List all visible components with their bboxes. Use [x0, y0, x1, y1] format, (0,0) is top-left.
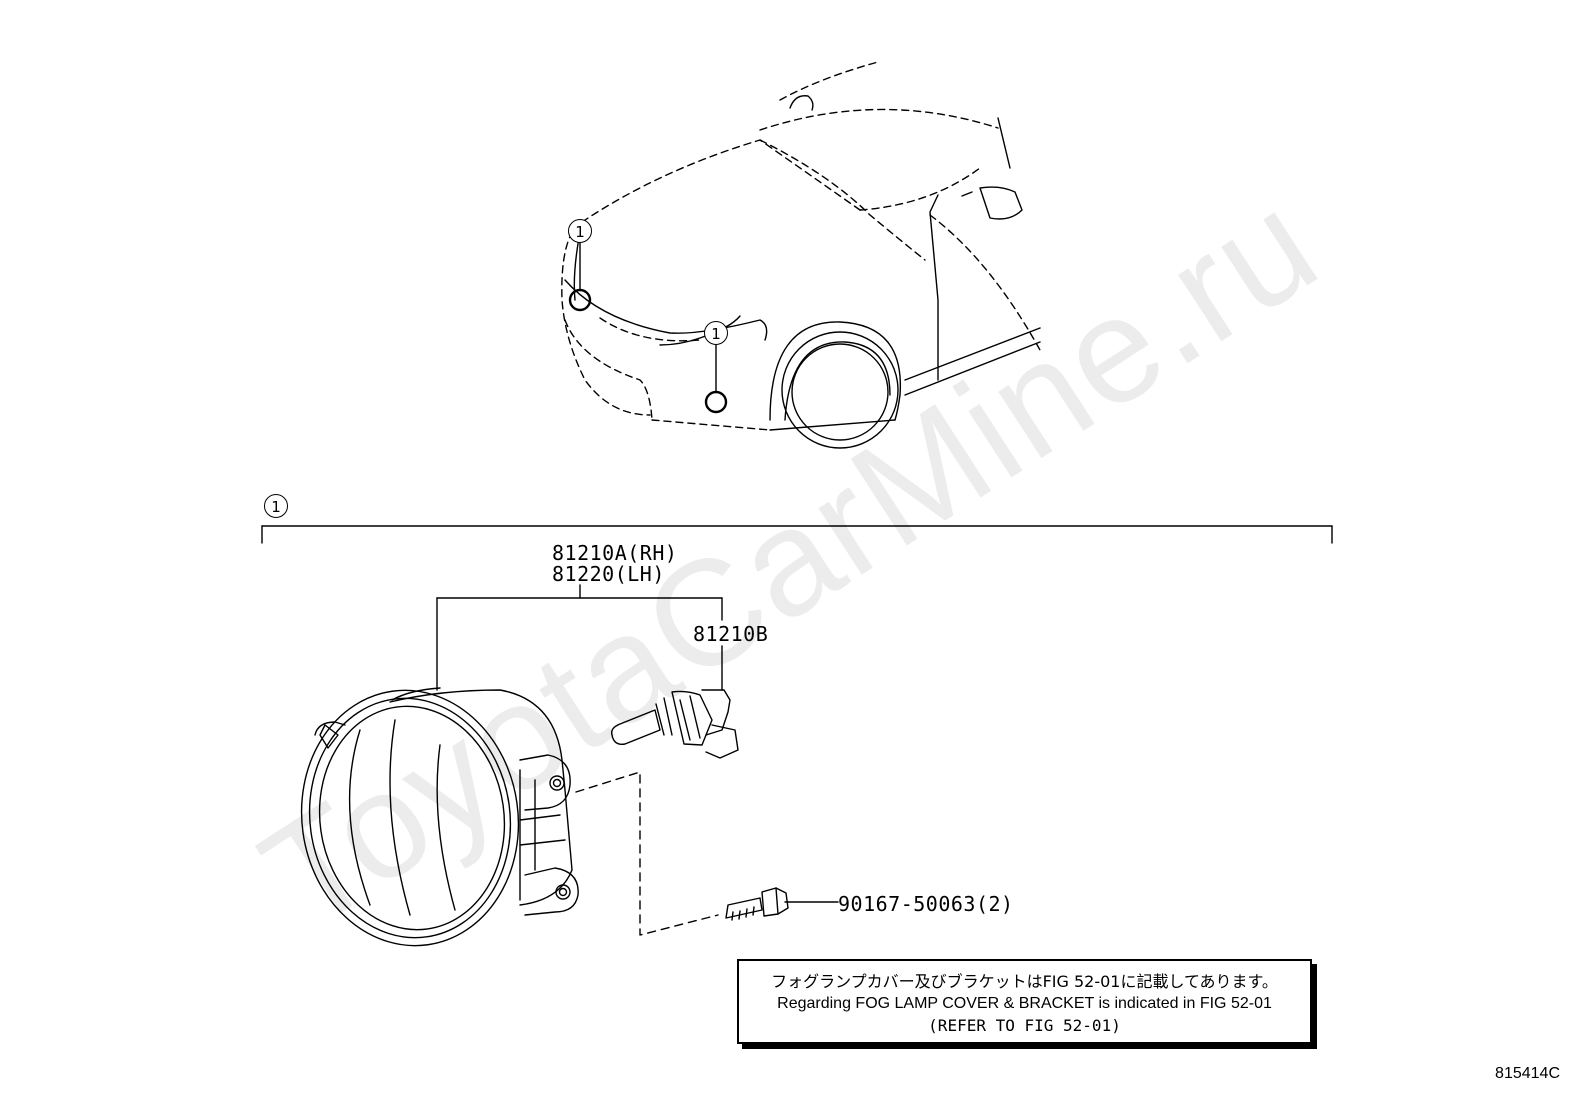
note-english: Regarding FOG LAMP COVER & BRACKET is in…: [777, 995, 1272, 1012]
fog-lamp-location-markers: [568, 242, 728, 414]
leader-lines: [436, 584, 839, 903]
figure-code: 815414C: [1495, 1065, 1560, 1082]
callout-right-lamp[interactable]: 1: [704, 321, 728, 345]
callout-left-lamp[interactable]: 1: [568, 219, 592, 243]
part-label-rh-assembly[interactable]: 81210A(RH): [552, 541, 678, 565]
note-refer[interactable]: (REFER TO FIG 52-01): [928, 1016, 1121, 1035]
bolt: [725, 887, 789, 921]
note-japanese: フォグランプカバー及びブラケットはFIG 52-01に記載してあります。: [771, 972, 1278, 991]
bolt-path: [575, 771, 719, 936]
fog-lamp-bulb: [610, 689, 739, 759]
assembly-bracket: [261, 525, 1333, 544]
part-label-bulb[interactable]: 81210B: [693, 622, 769, 646]
fog-lamp-location-right: [704, 390, 728, 414]
callout-assembly[interactable]: 1: [264, 494, 288, 518]
car-front-outline: [561, 61, 1041, 449]
fog-lamp-assembly: [300, 687, 579, 947]
reference-note: フォグランプカバー及びブラケットはFIG 52-01に記載してあります。 Reg…: [737, 959, 1312, 1044]
part-label-lh-assembly[interactable]: 81220(LH): [552, 562, 665, 586]
part-label-bolt[interactable]: 90167-50063(2): [838, 892, 1014, 916]
